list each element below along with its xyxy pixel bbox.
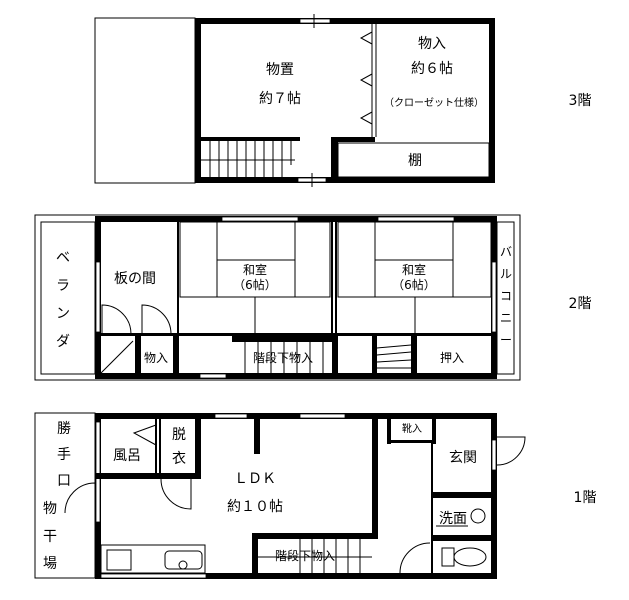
room-closet-note: （クローゼット仕様） bbox=[384, 96, 484, 109]
room-under-stairs-2f: 階段下物入 bbox=[253, 350, 313, 365]
room-shoe-closet: 靴入 bbox=[402, 422, 422, 435]
door bbox=[399, 542, 431, 574]
room-closet-name: 物入 bbox=[418, 36, 446, 52]
shelf-box bbox=[337, 142, 490, 178]
tatami-right bbox=[337, 221, 492, 333]
floor-3: 物置 約７帖 物入 約６帖 （クローゼット仕様） 棚 3階 bbox=[94, 14, 592, 187]
tatami-left bbox=[179, 221, 331, 333]
door bbox=[101, 304, 132, 335]
svg-text:干: 干 bbox=[43, 529, 57, 545]
door bbox=[64, 482, 96, 514]
room-wood-floor: 板の間 bbox=[114, 271, 156, 287]
room-dressing-2: 衣 bbox=[172, 451, 186, 467]
veranda-label: ベ ラ ン ダ bbox=[56, 250, 70, 350]
service-yard-label: 勝 手 口 物 干 場 bbox=[43, 421, 71, 572]
svg-text:場: 場 bbox=[43, 556, 57, 572]
svg-text:物: 物 bbox=[43, 501, 57, 517]
room-closet-2f: 物入 bbox=[144, 351, 168, 365]
svg-text:ラ: ラ bbox=[56, 278, 70, 294]
svg-text:ン: ン bbox=[56, 306, 70, 322]
svg-text:口: 口 bbox=[57, 473, 71, 489]
service-yard bbox=[34, 412, 96, 579]
floor-label-1: 1階 bbox=[574, 490, 597, 506]
svg-text:ダ: ダ bbox=[56, 334, 70, 350]
door bbox=[496, 436, 526, 466]
stairs-1f bbox=[258, 539, 372, 573]
folding-doors bbox=[359, 31, 373, 125]
stove bbox=[106, 549, 132, 571]
floor-2: ベ ラ ン ダ 板の間 和室 （6帖） 和室 （6帖） 物入 階段下物入 押入 … bbox=[34, 214, 592, 381]
wash-basin bbox=[470, 508, 486, 524]
room-dressing-1: 脱 bbox=[172, 427, 186, 443]
floor-label-2: 2階 bbox=[569, 296, 592, 312]
svg-text:ル: ル bbox=[500, 267, 512, 281]
room-ldk-size: 約１０帖 bbox=[227, 499, 283, 515]
svg-text:ベ: ベ bbox=[56, 250, 70, 266]
svg-text:手: 手 bbox=[57, 447, 71, 463]
roof-area bbox=[94, 17, 196, 184]
room-storage-name: 物置 bbox=[266, 62, 294, 78]
stairs bbox=[201, 141, 295, 177]
room-ldk: ＬＤＫ bbox=[234, 471, 276, 487]
svg-text:コ: コ bbox=[500, 289, 512, 303]
toilet bbox=[453, 547, 487, 567]
svg-text:ニ: ニ bbox=[500, 311, 512, 325]
floor-label-3: 3階 bbox=[569, 93, 592, 109]
door bbox=[141, 304, 172, 335]
door bbox=[160, 478, 192, 510]
sink bbox=[164, 550, 203, 570]
svg-text:ー: ー bbox=[500, 333, 512, 347]
room-closet-size: 約６帖 bbox=[411, 61, 453, 77]
room-oshiire: 押入 bbox=[440, 351, 464, 365]
room-washitsu-right: 和室 bbox=[402, 262, 426, 277]
floor-1: 勝 手 口 物 干 場 風呂 脱 衣 ＬＤＫ 約１０帖 階段下物入 靴入 玄関 … bbox=[34, 412, 597, 579]
room-washitsu-left: 和室 bbox=[243, 262, 267, 277]
room-storage-size: 約７帖 bbox=[259, 91, 301, 107]
toilet-tank bbox=[441, 547, 455, 567]
room-washitsu-left-size: （6帖） bbox=[233, 277, 277, 292]
room-washitsu-right-size: （6帖） bbox=[392, 277, 436, 292]
window bbox=[299, 18, 331, 24]
veranda bbox=[40, 221, 96, 375]
room-washroom: 洗面 bbox=[439, 511, 467, 527]
kitchen-counter bbox=[100, 544, 206, 574]
room-shelf: 棚 bbox=[408, 153, 422, 169]
room-entrance: 玄関 bbox=[449, 449, 477, 466]
room-under-stairs-1f: 階段下物入 bbox=[275, 548, 335, 563]
balcony-label: バ ル コ ニ ー bbox=[500, 245, 512, 347]
svg-text:バ: バ bbox=[500, 245, 512, 259]
svg-text:勝: 勝 bbox=[57, 421, 71, 437]
room-bath: 風呂 bbox=[113, 448, 141, 464]
